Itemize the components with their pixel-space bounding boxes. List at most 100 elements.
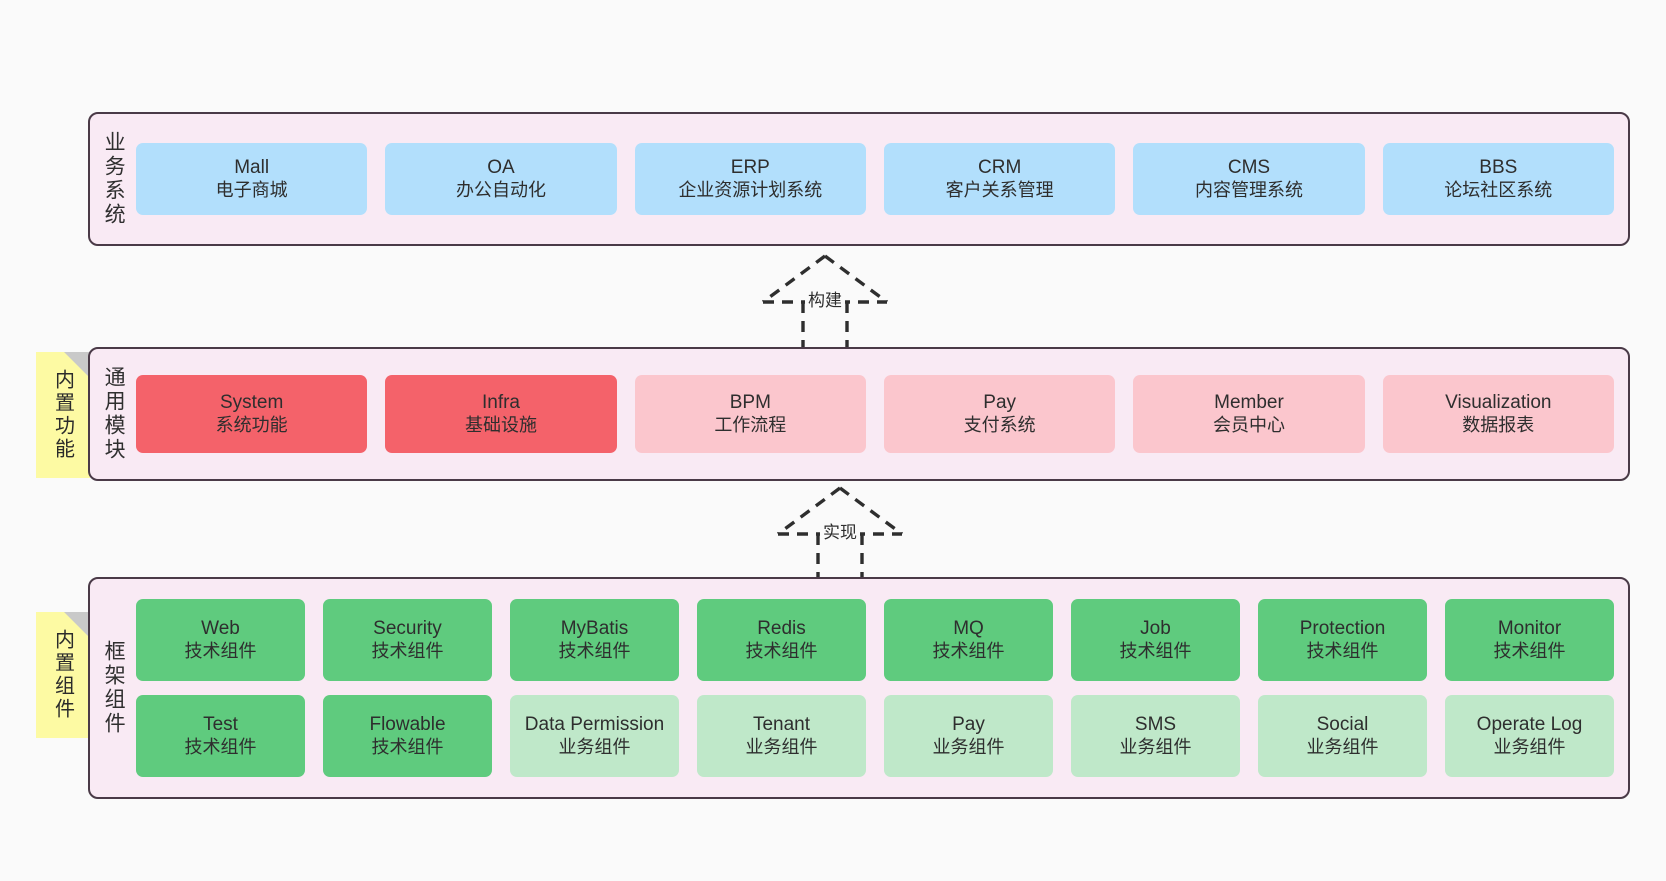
card-subtitle: 技术组件: [184, 736, 257, 757]
card-protection[interactable]: Protection 技术组件: [1258, 599, 1427, 681]
card-subtitle: 业务组件: [1493, 736, 1566, 757]
card-subtitle: 技术组件: [1493, 640, 1566, 661]
layer-business-system-body: Mall 电子商城 OA 办公自动化 ERP 企业资源计划系统 CRM 客户关系…: [136, 114, 1628, 244]
card-subtitle: 论坛社区系统: [1444, 179, 1553, 200]
card-title: ERP: [730, 157, 770, 179]
card-subtitle: 数据报表: [1462, 414, 1535, 435]
card-subtitle: 基础设施: [464, 414, 537, 435]
card-sms[interactable]: SMS 业务组件: [1071, 695, 1240, 777]
card-title: Visualization: [1445, 392, 1552, 414]
sticky-note-builtin-features: 内置功能: [36, 352, 90, 478]
card-social[interactable]: Social 业务组件: [1258, 695, 1427, 777]
card-oa[interactable]: OA 办公自动化: [385, 143, 617, 215]
card-title: CRM: [978, 157, 1022, 179]
arrowhead-right-edge: [823, 254, 889, 304]
layer-common-module-title: 通用模块: [102, 366, 126, 462]
card-title: Pay: [952, 714, 985, 736]
card-subtitle: 客户关系管理: [945, 179, 1054, 200]
card-title: Flowable: [369, 714, 446, 736]
card-row: Web 技术组件 Security 技术组件 MyBatis 技术组件 Redi…: [136, 599, 1614, 681]
card-subtitle: 会员中心: [1212, 414, 1285, 435]
card-web[interactable]: Web 技术组件: [136, 599, 305, 681]
card-row: Test 技术组件 Flowable 技术组件 Data Permission …: [136, 695, 1614, 777]
card-crm[interactable]: CRM 客户关系管理: [883, 143, 1116, 215]
card-title: Job: [1140, 618, 1171, 640]
card-flowable[interactable]: Flowable 技术组件: [323, 695, 492, 777]
card-pay-component[interactable]: Pay 业务组件: [884, 695, 1053, 777]
card-subtitle: 业务组件: [1306, 736, 1379, 757]
card-row: Mall 电子商城 OA 办公自动化 ERP 企业资源计划系统 CRM 客户关系…: [136, 143, 1614, 215]
card-subtitle: 技术组件: [745, 640, 818, 661]
card-subtitle: 业务组件: [745, 736, 818, 757]
arrowhead-left-edge: [761, 254, 827, 304]
card-subtitle: 办公自动化: [455, 179, 546, 200]
card-operate-log[interactable]: Operate Log 业务组件: [1445, 695, 1614, 777]
sticky-note-builtin-components: 内置组件: [36, 612, 90, 738]
card-subtitle: 业务组件: [1119, 736, 1192, 757]
card-subtitle: 业务组件: [558, 736, 631, 757]
connector-build: 构建: [735, 250, 915, 356]
card-bpm[interactable]: BPM 工作流程: [634, 375, 866, 453]
card-mq[interactable]: MQ 技术组件: [884, 599, 1053, 681]
card-title: Pay: [983, 392, 1017, 414]
card-erp[interactable]: ERP 企业资源计划系统: [634, 143, 866, 215]
card-data-permission[interactable]: Data Permission 业务组件: [510, 695, 679, 777]
card-title: Social: [1316, 714, 1369, 736]
card-title: Data Permission: [524, 714, 665, 736]
connector-build-label: 构建: [805, 286, 845, 311]
card-bbs[interactable]: BBS 论坛社区系统: [1382, 143, 1614, 215]
card-monitor[interactable]: Monitor 技术组件: [1445, 599, 1614, 681]
card-title: Monitor: [1497, 618, 1562, 640]
layer-framework-component-body: Web 技术组件 Security 技术组件 MyBatis 技术组件 Redi…: [136, 579, 1628, 797]
layer-business-system-title: 业务系统: [102, 131, 126, 227]
card-title: CMS: [1227, 157, 1271, 179]
card-title: System: [219, 392, 284, 414]
card-redis[interactable]: Redis 技术组件: [697, 599, 866, 681]
card-title: Infra: [481, 392, 520, 414]
card-title: Web: [201, 618, 240, 640]
layer-framework-component-title: 框架组件: [102, 640, 126, 736]
connector-implement: 实现: [750, 482, 930, 588]
card-job[interactable]: Job 技术组件: [1071, 599, 1240, 681]
card-subtitle: 技术组件: [1306, 640, 1379, 661]
card-infra[interactable]: Infra 基础设施: [385, 375, 617, 453]
card-system[interactable]: System 系统功能: [136, 375, 368, 453]
card-title: Operate Log: [1476, 714, 1583, 736]
card-pay-module[interactable]: Pay 支付系统: [883, 375, 1116, 453]
card-subtitle: 企业资源计划系统: [678, 179, 823, 200]
card-title: BBS: [1479, 157, 1518, 179]
layer-business-system: 业务系统 Mall 电子商城 OA 办公自动化 ERP 企业资源计划系统 CRM…: [88, 112, 1630, 246]
card-tenant[interactable]: Tenant 业务组件: [697, 695, 866, 777]
card-test[interactable]: Test 技术组件: [136, 695, 305, 777]
card-mall[interactable]: Mall 电子商城: [136, 143, 368, 215]
arrowhead-left-edge: [776, 486, 842, 536]
card-cms[interactable]: CMS 内容管理系统: [1133, 143, 1365, 215]
card-row: System 系统功能 Infra 基础设施 BPM 工作流程 Pay 支付系统…: [136, 375, 1614, 453]
card-title: Redis: [757, 618, 806, 640]
card-title: SMS: [1134, 714, 1177, 736]
card-subtitle: 工作流程: [714, 414, 787, 435]
card-title: Security: [373, 618, 442, 640]
card-title: Member: [1214, 392, 1284, 414]
card-subtitle: 技术组件: [371, 736, 444, 757]
layer-common-module-body: System 系统功能 Infra 基础设施 BPM 工作流程 Pay 支付系统…: [136, 349, 1628, 479]
sticky-note-label: 内置组件: [51, 629, 74, 721]
connector-implement-label: 实现: [820, 518, 860, 543]
layer-common-module: 通用模块 System 系统功能 Infra 基础设施 BPM 工作流程 Pay…: [88, 347, 1630, 481]
card-mybatis[interactable]: MyBatis 技术组件: [510, 599, 679, 681]
card-visualization[interactable]: Visualization 数据报表: [1382, 375, 1614, 453]
layer-framework-component: 框架组件 Web 技术组件 Security 技术组件 MyBatis 技术组件…: [88, 577, 1630, 799]
card-subtitle: 技术组件: [184, 640, 257, 661]
card-member[interactable]: Member 会员中心: [1133, 375, 1365, 453]
card-subtitle: 支付系统: [963, 414, 1036, 435]
card-title: Tenant: [752, 714, 811, 736]
card-title: BPM: [729, 392, 771, 414]
arrowhead-right-edge: [838, 486, 904, 536]
card-subtitle: 技术组件: [1119, 640, 1192, 661]
card-subtitle: 技术组件: [371, 640, 444, 661]
card-subtitle: 技术组件: [558, 640, 631, 661]
card-security[interactable]: Security 技术组件: [323, 599, 492, 681]
card-title: Mall: [234, 157, 270, 179]
card-subtitle: 业务组件: [932, 736, 1005, 757]
